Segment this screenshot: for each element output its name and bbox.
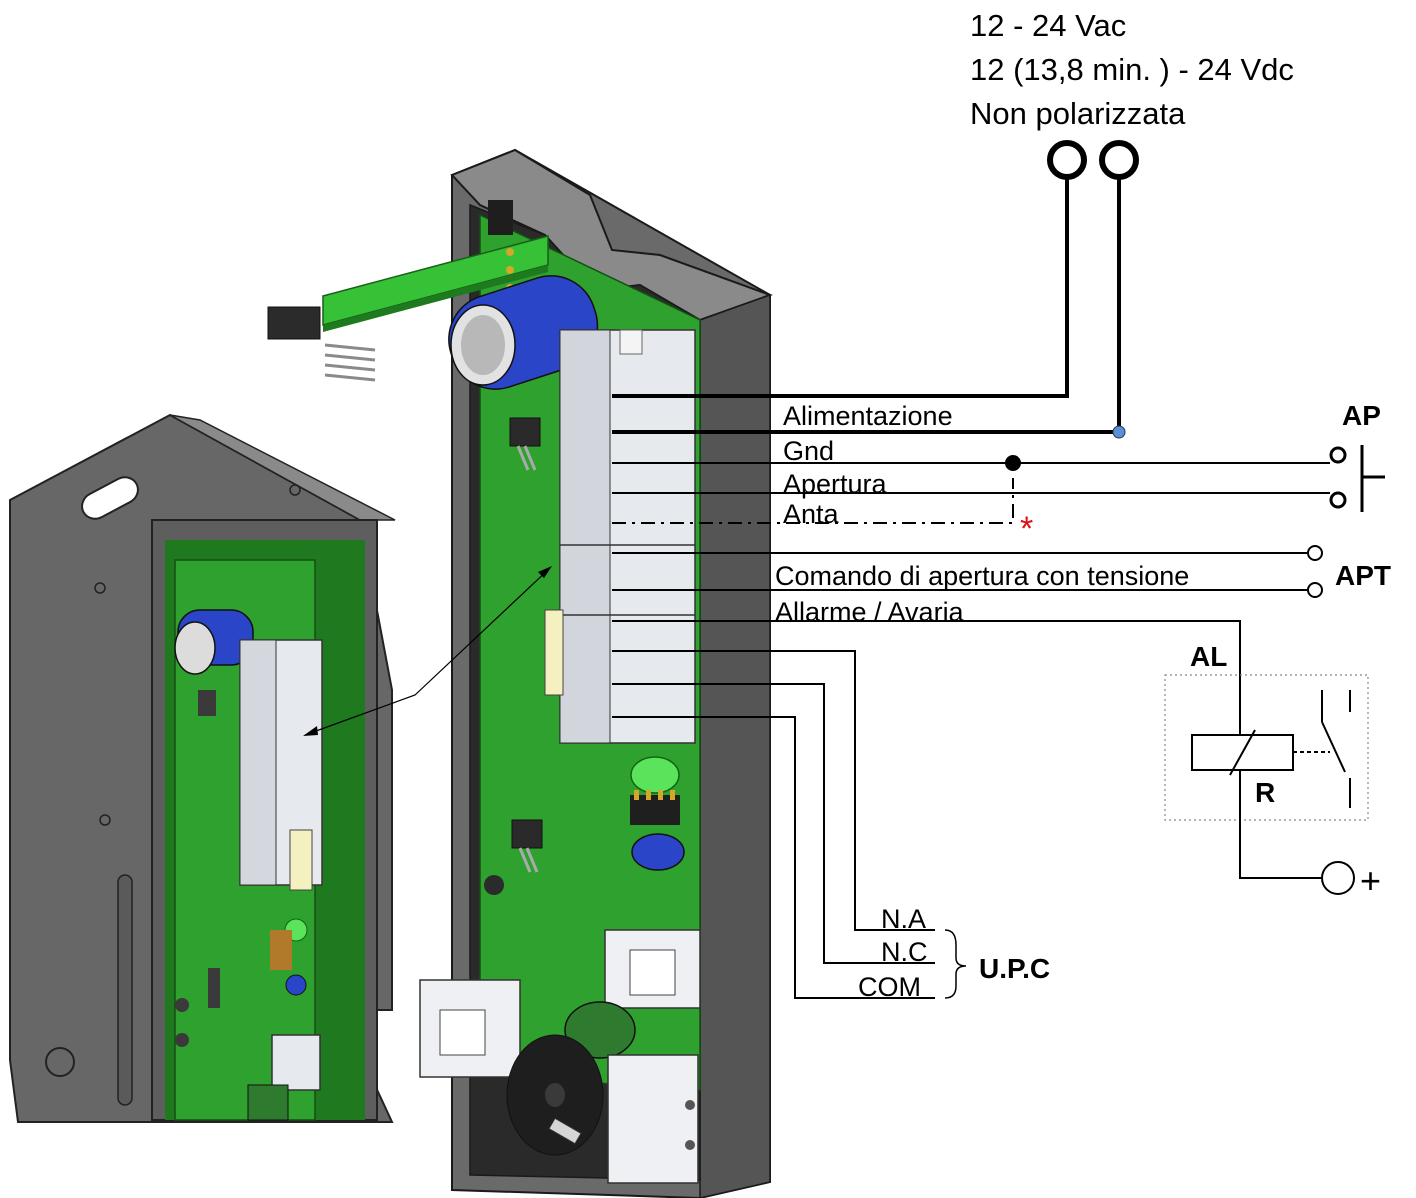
daughter-board xyxy=(267,235,549,382)
main-blue-led xyxy=(631,833,685,871)
apt-terminal-2[interactable] xyxy=(1307,582,1323,598)
junction-dot-blue xyxy=(1112,425,1126,439)
label-allarme: Allarme / Avaria xyxy=(775,597,965,627)
relay-module xyxy=(1164,674,1369,895)
pin-header xyxy=(630,790,680,825)
apt-terminal-1[interactable] xyxy=(1307,545,1323,561)
link-arrow xyxy=(303,566,552,736)
inset-housing-view xyxy=(0,410,396,1123)
label-comando: Comando di apertura con tensione xyxy=(775,561,1189,591)
label-nc: N.C xyxy=(881,937,928,967)
ap-switch-symbol xyxy=(1360,445,1385,512)
label-apt: APT xyxy=(1335,560,1391,591)
label-gnd: Gnd xyxy=(783,436,834,466)
power-terminal-right[interactable] xyxy=(1099,140,1139,180)
label-r: R xyxy=(1255,777,1275,808)
bottom-connector-right xyxy=(604,929,701,1009)
bottom-connector-left xyxy=(419,979,521,1078)
supply-line-3: Non polarizzata xyxy=(970,96,1186,131)
inset-blue-led xyxy=(285,974,307,996)
label-upc: U.P.C xyxy=(979,953,1050,984)
label-na: N.A xyxy=(881,904,926,934)
ap-switch xyxy=(1329,446,1347,509)
asterisk-mark: * xyxy=(1020,510,1033,548)
main-connector-block xyxy=(544,329,696,744)
inset-capacitor xyxy=(174,609,254,675)
gnd-junction-dot xyxy=(1005,455,1021,471)
label-apertura: Apertura xyxy=(783,469,888,499)
main-green-led xyxy=(630,756,680,794)
relay-plus-terminal[interactable] xyxy=(1321,861,1355,895)
signal-wires xyxy=(612,462,1330,999)
supply-line-2: 12 (13,8 min. ) - 24 Vdc xyxy=(970,52,1294,87)
buzzer xyxy=(506,1034,604,1156)
label-anta: Anta xyxy=(783,499,840,529)
label-plus: + xyxy=(1360,860,1381,901)
main-transistor-top xyxy=(509,417,541,471)
inset-connector-block xyxy=(239,639,323,886)
bottom-terminal-block xyxy=(607,1054,699,1184)
potentiometer xyxy=(564,1001,636,1059)
label-al: AL xyxy=(1190,641,1227,672)
upc-brace xyxy=(944,929,967,999)
main-transistor-bottom xyxy=(511,819,543,873)
label-ap: AP xyxy=(1342,400,1381,431)
label-alimentazione: Alimentazione xyxy=(783,401,953,431)
supply-line-1: 12 - 24 Vac xyxy=(970,8,1126,43)
power-terminal-left[interactable] xyxy=(1047,140,1087,180)
diode xyxy=(548,1117,582,1145)
label-com: COM xyxy=(858,972,921,1002)
